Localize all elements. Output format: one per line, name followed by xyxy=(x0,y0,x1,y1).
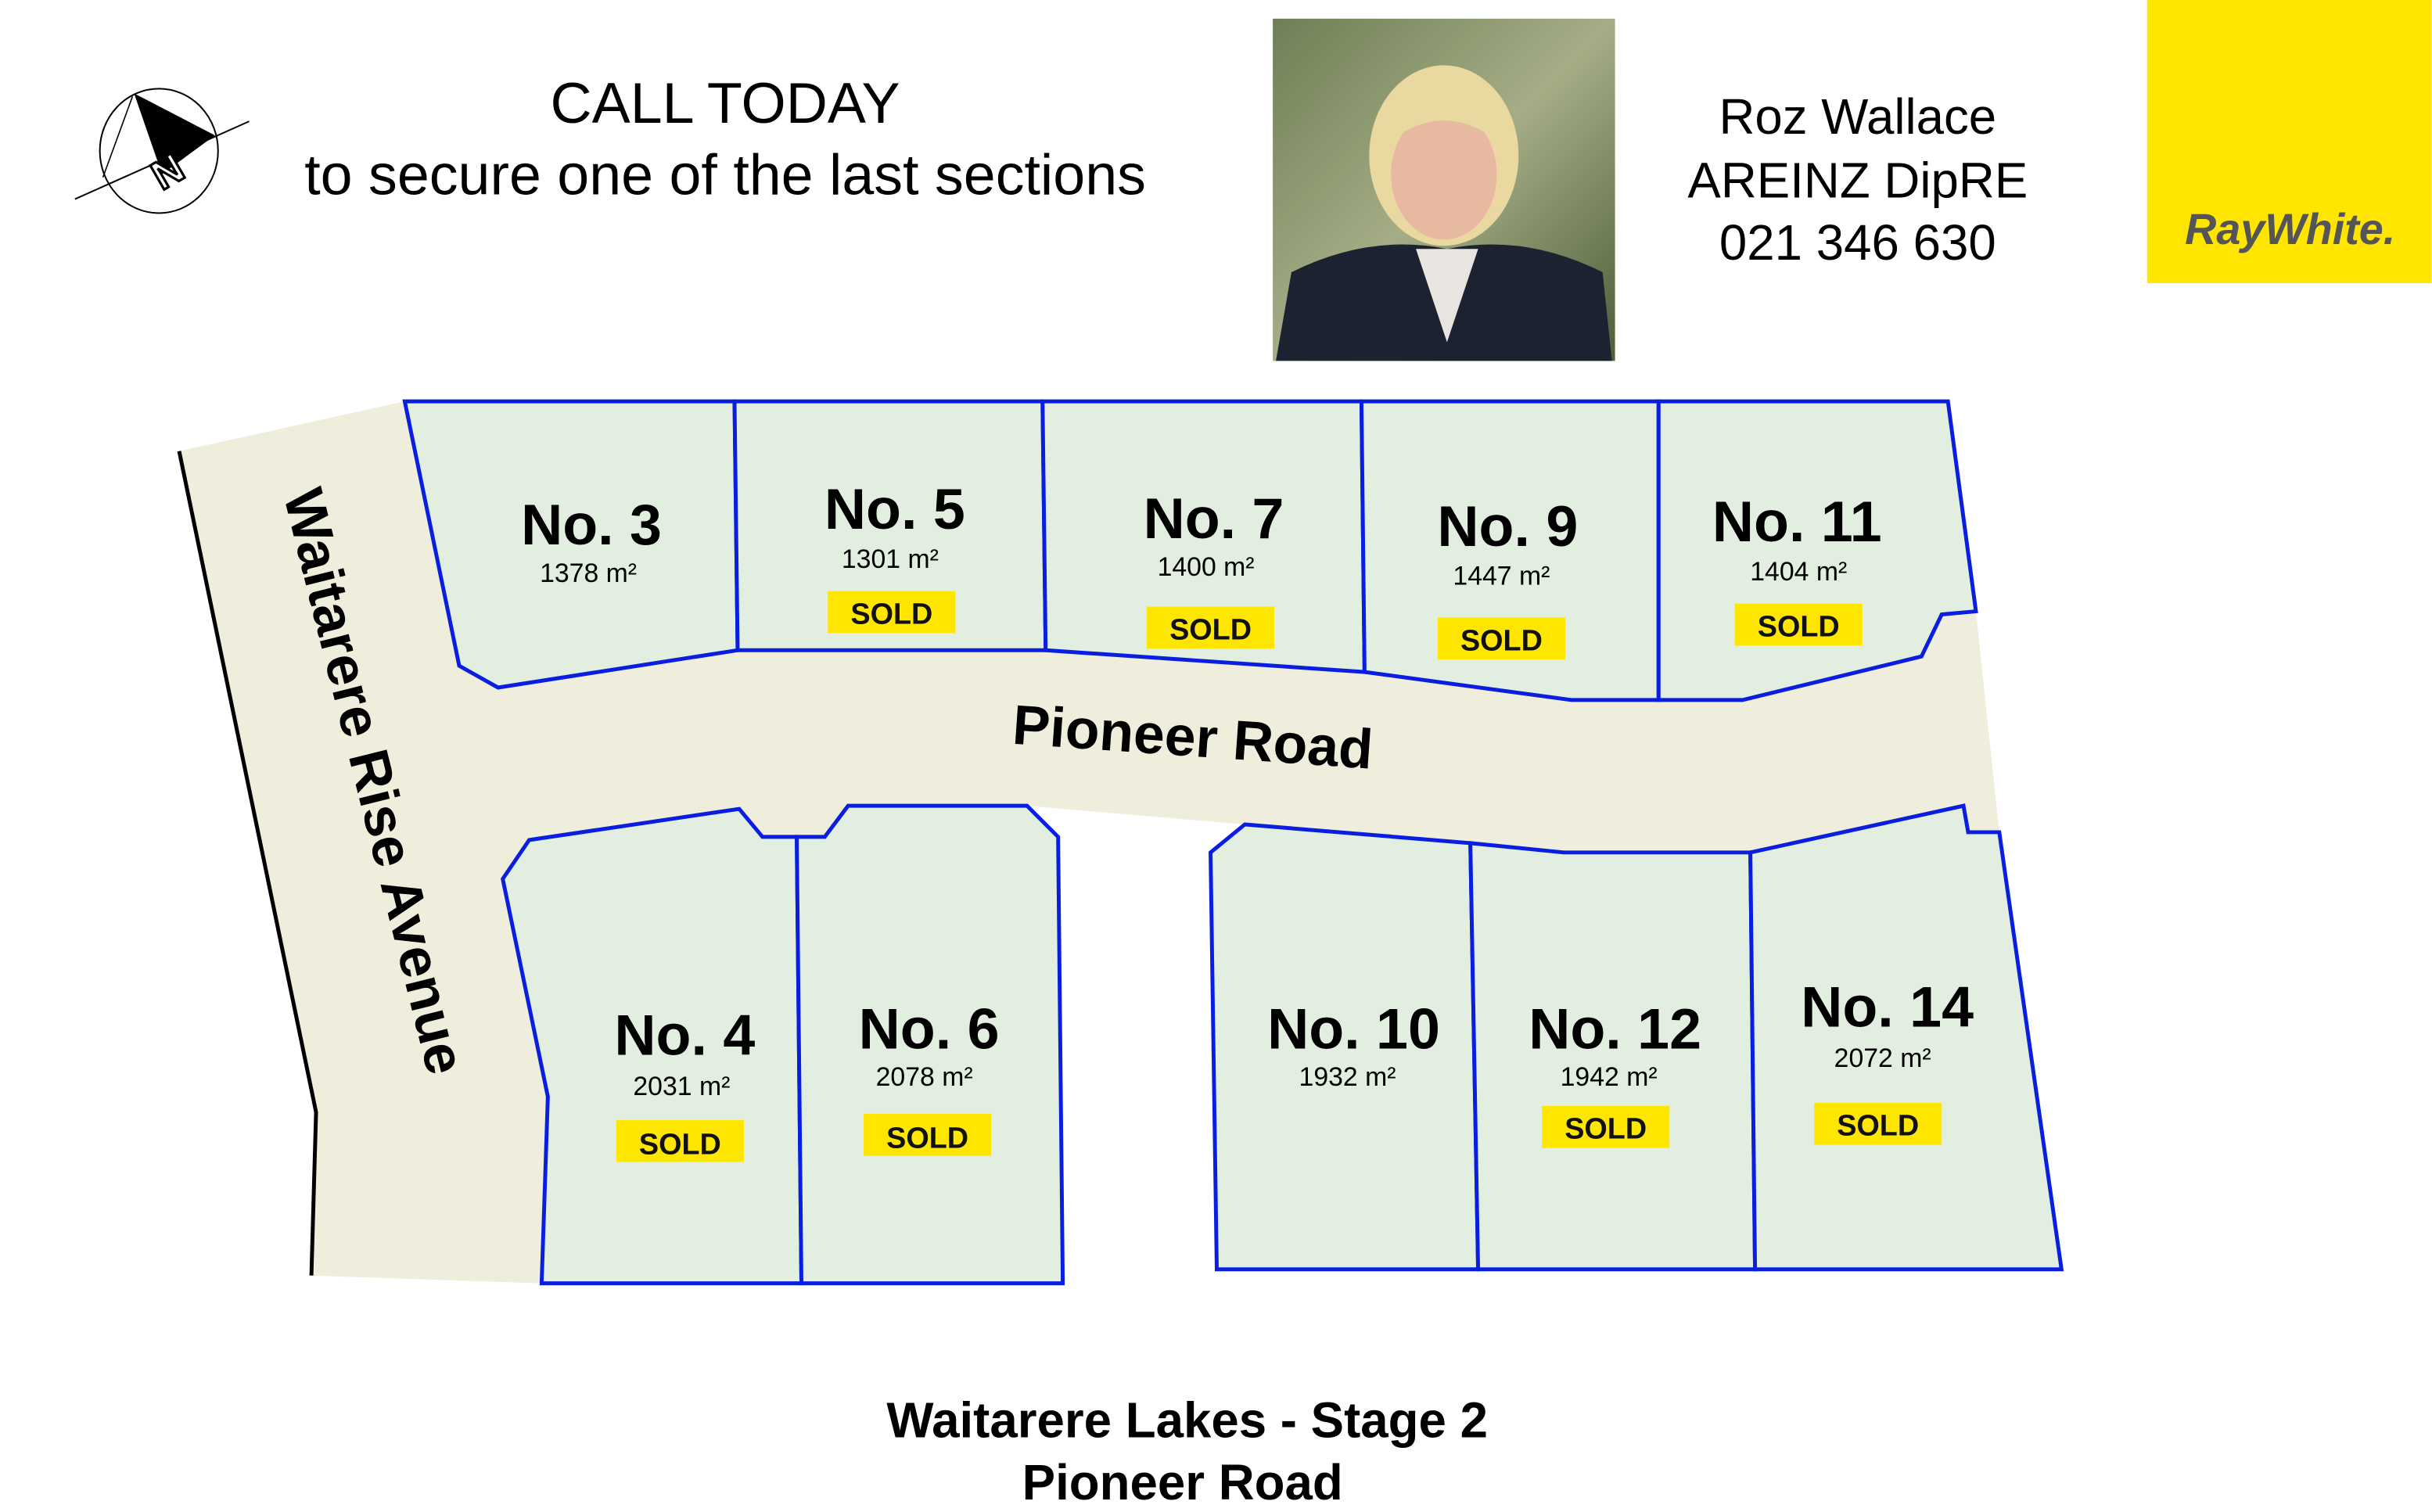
lot-4-labels: No. 4 2031 m² SOLD xyxy=(614,1002,755,1162)
north-compass-icon: N xyxy=(74,88,250,214)
sold-badge xyxy=(828,591,956,634)
lot-number: No. 5 xyxy=(824,476,965,541)
lot-area: 1942 m² xyxy=(1561,1062,1658,1092)
sold-label: SOLD xyxy=(1169,613,1252,646)
lot-3-labels: No. 3 1378 m² xyxy=(521,492,662,588)
lot-number: No. 12 xyxy=(1529,996,1701,1061)
sold-label: SOLD xyxy=(639,1129,721,1162)
lot-7-labels: No. 7 1400 m² SOLD xyxy=(1144,486,1284,649)
sold-badge xyxy=(1542,1105,1670,1148)
raywhite-logo: RayWhite. xyxy=(2146,0,2432,283)
road-area xyxy=(179,401,1999,1284)
lot-area: 2072 m² xyxy=(1834,1043,1931,1073)
lot-area: 2031 m² xyxy=(633,1072,730,1101)
agent-credentials: AREINZ DipRE xyxy=(1687,153,2028,209)
logo-text: RayWhite. xyxy=(2185,205,2395,253)
lot-10-labels: No. 10 1932 m² xyxy=(1267,996,1440,1092)
lot-number: No. 10 xyxy=(1267,996,1440,1061)
sold-badge xyxy=(1814,1102,1942,1145)
agent-photo xyxy=(1273,18,1615,361)
call-today-subheading: to secure one of the last sections xyxy=(304,142,1146,207)
lot-number: No. 3 xyxy=(521,492,662,557)
lot-14[interactable] xyxy=(1748,803,2064,1272)
lot-number: No. 6 xyxy=(859,996,1000,1061)
lot-11-labels: No. 11 1404 m² SOLD xyxy=(1712,489,1882,646)
lot-number: No. 14 xyxy=(1801,975,1974,1040)
sold-label: SOLD xyxy=(1460,624,1543,657)
lot-6-labels: No. 6 2078 m² SOLD xyxy=(859,996,1000,1156)
sold-label: SOLD xyxy=(1564,1113,1647,1146)
lot-area: 1400 m² xyxy=(1158,552,1255,582)
road-boundary xyxy=(177,451,318,1276)
lot-3[interactable] xyxy=(402,399,740,690)
lot-number: No. 4 xyxy=(614,1002,755,1067)
call-today-heading: CALL TODAY xyxy=(551,70,900,135)
sold-badge xyxy=(616,1119,744,1162)
lot-area: 1301 m² xyxy=(842,544,939,574)
sold-badge xyxy=(1437,617,1565,660)
sold-label: SOLD xyxy=(1758,610,1840,643)
lot-6[interactable] xyxy=(795,803,1065,1286)
lot-area: 1404 m² xyxy=(1750,557,1847,587)
lot-number: No. 11 xyxy=(1712,489,1882,554)
lot-10[interactable] xyxy=(1209,822,1481,1272)
lot-9[interactable] xyxy=(1359,399,1661,702)
development-title: Waitarere Lakes - Stage 2 xyxy=(886,1393,1488,1449)
sold-label: SOLD xyxy=(1837,1110,1919,1143)
sold-label: SOLD xyxy=(850,598,932,630)
lot-number: No. 9 xyxy=(1437,494,1578,558)
lot-9-labels: No. 9 1447 m² SOLD xyxy=(1437,494,1578,660)
sold-badge xyxy=(1147,606,1275,649)
agent-name: Roz Wallace xyxy=(1719,89,1996,145)
lot-area: 1378 m² xyxy=(540,558,637,588)
lot-number: No. 7 xyxy=(1144,486,1284,551)
lot-12-labels: No. 12 1942 m² SOLD xyxy=(1529,996,1701,1148)
lot-14-labels: No. 14 2072 m² SOLD xyxy=(1801,975,1974,1145)
lot-area: 1447 m² xyxy=(1453,562,1550,591)
lot-5-labels: No. 5 1301 m² SOLD xyxy=(824,476,965,634)
lot-area: 2078 m² xyxy=(876,1062,973,1092)
lot-area: 1932 m² xyxy=(1299,1062,1396,1092)
sold-badge xyxy=(1734,603,1863,646)
sold-badge xyxy=(864,1113,992,1156)
development-road: Pioneer Road xyxy=(1022,1455,1343,1510)
sold-label: SOLD xyxy=(886,1122,968,1155)
agent-phone: 021 346 630 xyxy=(1719,215,1996,271)
